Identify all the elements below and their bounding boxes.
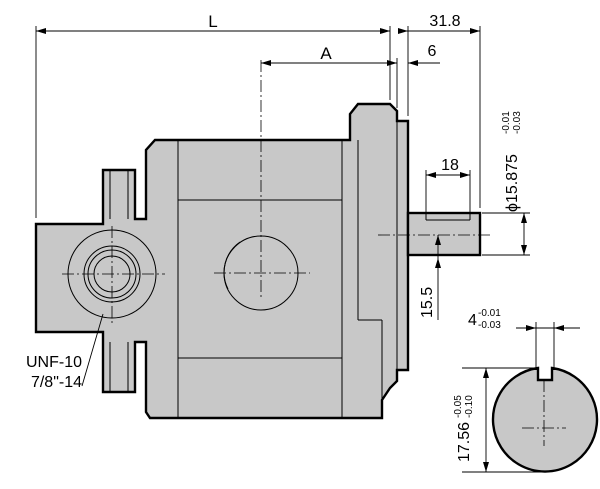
dim-label-A: A	[320, 44, 332, 63]
inlet-port	[62, 226, 165, 324]
dim-label-key-width: 4 -0.01 -0.03	[468, 308, 501, 331]
dim-label-L: L	[208, 12, 217, 31]
port-thread-label: UNF-10 7/8"-14	[26, 354, 82, 391]
shaft-cross-section	[491, 366, 599, 473]
dim-label-key-length: 18	[441, 157, 459, 174]
dim-label-shaft-length: 31.8	[429, 13, 460, 30]
port-thread-line1: UNF-10	[26, 354, 82, 371]
svg-text:4: 4	[468, 312, 477, 329]
dim-label-shaft-diameter: ϕ15.875 -0.01 -0.03	[501, 111, 523, 212]
center-bore	[214, 60, 310, 311]
shaft-diameter-tol-lower: -0.03	[512, 111, 523, 134]
port-thread-line2: 7/8"-14	[31, 374, 82, 391]
dim-label-shaft-height: 15.5	[419, 287, 436, 318]
key-width-tol-lower: -0.03	[478, 320, 501, 331]
dim-label-flange-step: 6	[428, 43, 437, 60]
pump-body-outline	[34, 102, 410, 420]
key-width-tol-upper: -0.01	[478, 308, 501, 319]
pump-body	[34, 102, 410, 420]
key-depth-tol-upper: -0.05	[453, 395, 464, 418]
svg-text:17.56: 17.56	[456, 422, 473, 462]
svg-text:15.5: 15.5	[419, 287, 436, 318]
dim-label-key-depth: 17.56 -0.05 -0.10	[453, 395, 475, 462]
drive-shaft	[378, 211, 490, 257]
key-depth-tol-lower: -0.10	[464, 395, 475, 418]
shaft-diameter-tol-upper: -0.01	[501, 111, 512, 134]
dimension-lines	[35, 26, 580, 473]
svg-text:ϕ15.875: ϕ15.875	[504, 154, 521, 212]
